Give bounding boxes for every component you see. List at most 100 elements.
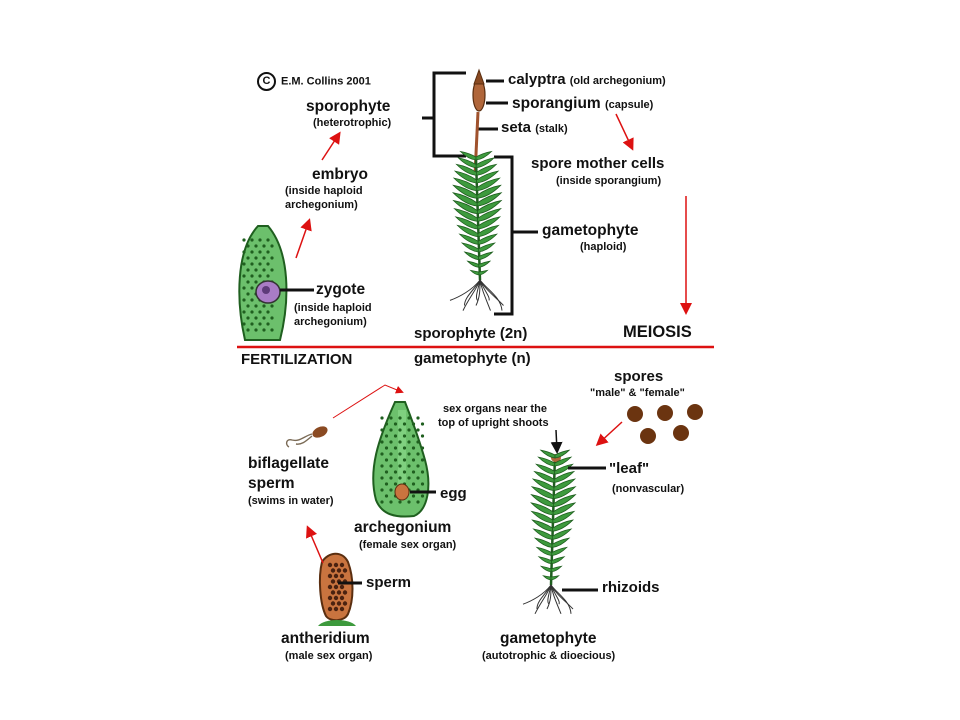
moss-leaf (456, 224, 479, 238)
egg-label: egg (440, 485, 467, 502)
antheridium-label: antheridium (281, 630, 370, 647)
spore-mother-cells-label: spore mother cells (531, 155, 665, 172)
moss-leaf (477, 224, 500, 238)
moss-leaf (550, 565, 563, 573)
moss-leaf (455, 163, 477, 176)
sex-organs-label-1: sex organs near the (443, 403, 547, 415)
sex-organs-pointer (550, 429, 563, 454)
moss-leaf (475, 150, 493, 161)
moss-leaf (552, 502, 577, 516)
moss-leaf (452, 177, 478, 192)
moss-leaf (537, 556, 552, 565)
biflagellate-label-2: sperm (248, 475, 295, 492)
spore-mother-cells-sublabel: (inside sporangium) (556, 175, 662, 187)
biflagellate-sublabel: (swims in water) (248, 495, 334, 507)
archegonium-illustration (372, 401, 430, 518)
rhizoid (475, 279, 481, 306)
moss-leaf (537, 456, 556, 467)
arrow-antheridium-to-sperm (306, 525, 324, 564)
moss-leaf (452, 199, 478, 215)
moss-leaf (478, 242, 496, 253)
zygote-sublabel-2: archegonium) (294, 316, 367, 328)
moss-leaf (554, 449, 571, 459)
moss-leaf (476, 177, 501, 192)
egg-cell (394, 483, 410, 501)
calyptra-label: calyptra (old archegonium) (508, 71, 666, 88)
arrow-sperm-to-archegonium (332, 384, 404, 419)
moss-leaf (542, 575, 552, 581)
bottom-gametophyte-label: gametophyte (500, 630, 597, 647)
copyright-text: E.M. Collins 2001 (281, 75, 371, 88)
bottom-gametophyte-sublabel: (autotrophic & dioecious) (482, 650, 616, 662)
arrow-zygote-to-embryo (295, 218, 312, 259)
moss-leaf (532, 528, 553, 540)
moss-leaf (531, 519, 553, 532)
rhizoids-label: rhizoids (602, 579, 660, 596)
sporangium-label: sporangium (capsule) (512, 95, 654, 112)
zygote-label: zygote (316, 281, 366, 298)
rhizoid (550, 584, 572, 614)
arrow-embryo-to-sporophyte (321, 131, 341, 161)
moss-leaf (469, 269, 480, 276)
arrow-sporangium-to-spore-mother (615, 113, 634, 151)
moss-leaf (452, 184, 478, 199)
embryo-sublabel-1: (inside haploid (285, 185, 363, 197)
moss-leaf (553, 486, 577, 500)
zygote-sublabel-1: (inside haploid (294, 302, 372, 314)
moss-leaf (551, 556, 566, 565)
spores-sublabel: "male" & "female" (590, 387, 685, 399)
zygote-archegonium-illustration (238, 225, 314, 341)
arrow-spores-to-gametophyte (595, 421, 623, 447)
moss-leaf (457, 157, 477, 169)
moss-leaf (530, 494, 554, 508)
moss-leaf (552, 510, 576, 524)
moss-leaf (477, 216, 502, 230)
leaf-label: "leaf" (609, 460, 650, 477)
moss-leaf (530, 510, 554, 524)
moss-leaf (554, 456, 573, 467)
rhizoid (475, 279, 481, 301)
moss-leaf (475, 157, 496, 169)
fertilization-label: FERTILIZATION (241, 351, 353, 368)
moss-with-sporophyte-illustration (449, 68, 504, 311)
moss-leaf (531, 478, 555, 491)
moss-leaf (539, 565, 552, 573)
moss-leaf (533, 537, 553, 548)
spores-label: spores (614, 368, 664, 385)
sporophyte-sublabel: (heterotrophic) (313, 117, 392, 129)
sex-organs-label-2: top of upright shoots (438, 417, 549, 429)
moss-leaf (476, 192, 503, 207)
rhizoid (462, 279, 481, 311)
moss-leaf (535, 546, 553, 557)
moss-leaf (454, 216, 479, 230)
biflagellate-sperm-illustration (285, 426, 328, 448)
moss-leaf (550, 575, 560, 581)
moss-leaf (476, 163, 498, 176)
moss-leaf (535, 463, 555, 475)
moss-leaf (477, 233, 498, 245)
moss-leaf (478, 269, 489, 276)
embryo-sublabel-2: archegonium) (285, 199, 358, 211)
moss-leaf (452, 192, 478, 207)
antheridium-sublabel: (male sex organ) (285, 650, 373, 662)
moss-leaf (539, 449, 556, 459)
moss-leaf (458, 233, 479, 245)
meiosis-label: MEIOSIS (623, 323, 692, 341)
biflagellate-label-1: biflagellate (248, 455, 329, 472)
moss-leaf (533, 470, 555, 483)
calyptra-cap (473, 68, 485, 85)
moss-leaf (551, 546, 568, 557)
moss-leaf (477, 199, 503, 215)
moss-leaf (463, 251, 479, 261)
embryo-label: embryo (312, 166, 368, 183)
moss-leaf (459, 150, 477, 161)
archegonium-sublabel: (female sex organ) (359, 539, 457, 551)
gametophyte-label: gametophyte (542, 222, 639, 239)
moss-leaf (530, 486, 555, 500)
moss-leaf (476, 184, 502, 199)
spores-illustration (627, 404, 703, 444)
moss-leaf (466, 260, 480, 268)
moss-leaf (478, 260, 492, 268)
